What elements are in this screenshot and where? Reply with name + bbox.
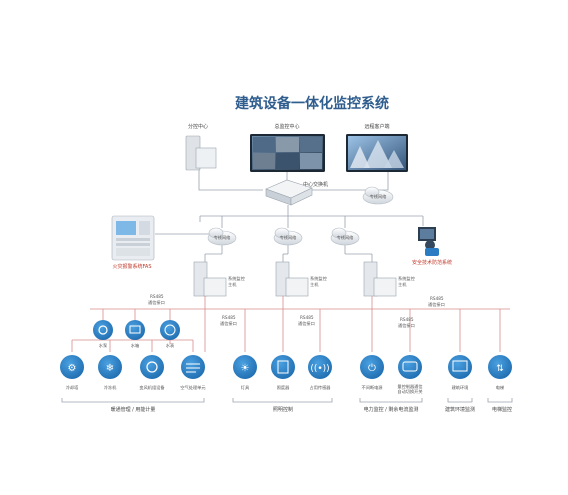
elevator-icon: ⇅ [496, 364, 504, 374]
occupancy-label: 占用传感器 [310, 384, 332, 391]
device-ups: ⏻ 不间断电源 [360, 355, 384, 391]
protection-label-b: 自动切换开关 [397, 388, 422, 395]
fas-cabinet: 火灾报警系统FAS [111, 215, 155, 270]
branch-center-label: 分控中心 [188, 123, 208, 130]
main-center-screen: 总监控中心 [250, 123, 325, 172]
device-water-tank: 水箱 [125, 320, 145, 349]
env-label: 建筑环境 [452, 384, 469, 391]
elevator-label: 电梯 [496, 384, 504, 391]
security-label: 安全技术防范系统 [412, 259, 452, 266]
cloud-2-label: 专线网络 [280, 234, 298, 241]
host-1-label-a: 系统监控 [228, 275, 246, 282]
host-pc-1: 系统监控 主机 [193, 261, 246, 297]
chiller-label: 冷冻机 [104, 384, 117, 391]
host-2-label-a: 系统监控 [310, 275, 328, 282]
host-pc-3: 系统监控 主机 [363, 261, 416, 297]
device-water-meter: 水表 [160, 320, 180, 349]
protection-label-a: 量控制器通信 [397, 383, 422, 390]
group-hvac-label: 暖通管理 / 用能计量 [111, 406, 156, 413]
device-switch-panel: 照度器 [271, 355, 295, 391]
air-handler-label: 空气处理单元 [180, 384, 205, 391]
rs485-label-5: RS485 [400, 317, 414, 322]
group-brackets [61, 398, 513, 403]
core-switch-label: 中心交换机 [303, 181, 328, 188]
fas-label: 火灾报警系统FAS [112, 263, 151, 270]
cloud-1: 专线网络 [207, 227, 237, 246]
light-bulb-icon: ☀ [241, 363, 250, 374]
network-lines [155, 170, 424, 262]
cloud-3-label: 专线网络 [337, 234, 355, 241]
remote-client-screen: 远程客户端 [346, 123, 408, 172]
device-chiller: ❄ 冷冻机 [98, 355, 122, 391]
device-elevator: ⇅ 电梯 [488, 355, 512, 391]
host-2-label-b: 主机 [310, 281, 319, 288]
device-water-pump: 水泵 [93, 320, 113, 348]
water-pump-label: 水泵 [99, 342, 107, 348]
group-env-label: 建筑环境监测 [445, 406, 475, 413]
port-label-1: 通信接口 [148, 299, 165, 306]
group-lighting-label: 照明控制 [273, 406, 293, 413]
fan-icon [146, 361, 158, 373]
rs485-bus [71, 296, 510, 352]
cooling-tower-label: 冷却塔 [66, 384, 79, 391]
diagram-title: 建筑设备一体化监控系统 [235, 95, 389, 112]
cloud-3: 专线网络 [330, 227, 360, 246]
host-3-label-a: 系统监控 [398, 275, 416, 282]
device-env: 建筑环境 [448, 355, 472, 391]
lighting-label: 灯具 [241, 384, 250, 391]
host-1-label-b: 主机 [228, 281, 237, 288]
ups-label: 不间断电源 [362, 384, 384, 391]
rs485-label-2: RS485 [222, 315, 236, 320]
breaker-icon [402, 361, 418, 372]
switch-icon [277, 360, 289, 374]
host-3-label-b: 主机 [398, 281, 407, 288]
port-label-4: 通信接口 [428, 301, 445, 308]
main-center-label: 总监控中心 [274, 123, 299, 130]
switch-panel-label: 照度器 [277, 384, 290, 391]
water-meter-icon [164, 324, 176, 336]
device-occupancy: ((•)) 占用传感器 [308, 355, 332, 391]
port-label-3: 通信接口 [298, 320, 315, 327]
water-meter-label: 水表 [166, 342, 175, 349]
device-protection: 量控制器通信 自动切换开关 [397, 355, 423, 395]
water-tank-icon [129, 325, 141, 334]
rs485-label-4: RS485 [430, 296, 444, 301]
device-lighting: ☀ 灯具 [233, 355, 257, 391]
snowflake-icon: ❄ [106, 363, 114, 374]
host-pc-2: 系统监控 主机 [275, 261, 328, 297]
core-switch: 中心交换机 [265, 179, 328, 206]
top-cloud: 专线网络 [362, 186, 394, 205]
group-power-label: 电力监控 / 剩余电流监测 [364, 406, 419, 413]
security-station: 安全技术防范系统 [412, 227, 452, 266]
air-flow-icon [186, 363, 200, 373]
water-pump-icon [98, 325, 108, 335]
power-icon: ⏻ [368, 363, 376, 374]
cloud-1-label: 专线网络 [214, 234, 232, 241]
group-elevator-label: 电梯监控 [492, 406, 512, 413]
device-cooling-tower: ⚙ 冷却塔 [60, 355, 84, 391]
monitor-icon [452, 360, 468, 372]
remote-client-label: 远程客户端 [364, 123, 389, 130]
branch-center-pc: 分控中心 [185, 123, 217, 171]
cloud-2: 专线网络 [273, 227, 303, 246]
sensor-icon: ((•)) [310, 364, 329, 374]
device-pump-group: 变风机组设备 [139, 355, 165, 391]
device-air-handler: 空气处理单元 [180, 355, 206, 391]
rs485-label-1: RS485 [150, 294, 164, 299]
pump-group-label: 变风机组设备 [139, 384, 165, 391]
top-cloud-label: 专线网络 [370, 193, 388, 200]
cooling-tower-icon: ⚙ [68, 363, 77, 374]
water-tank-label: 水箱 [131, 342, 139, 349]
port-label-5: 通信接口 [398, 322, 415, 329]
rs485-label-3: RS485 [300, 315, 314, 320]
port-label-2: 通信接口 [220, 320, 237, 327]
